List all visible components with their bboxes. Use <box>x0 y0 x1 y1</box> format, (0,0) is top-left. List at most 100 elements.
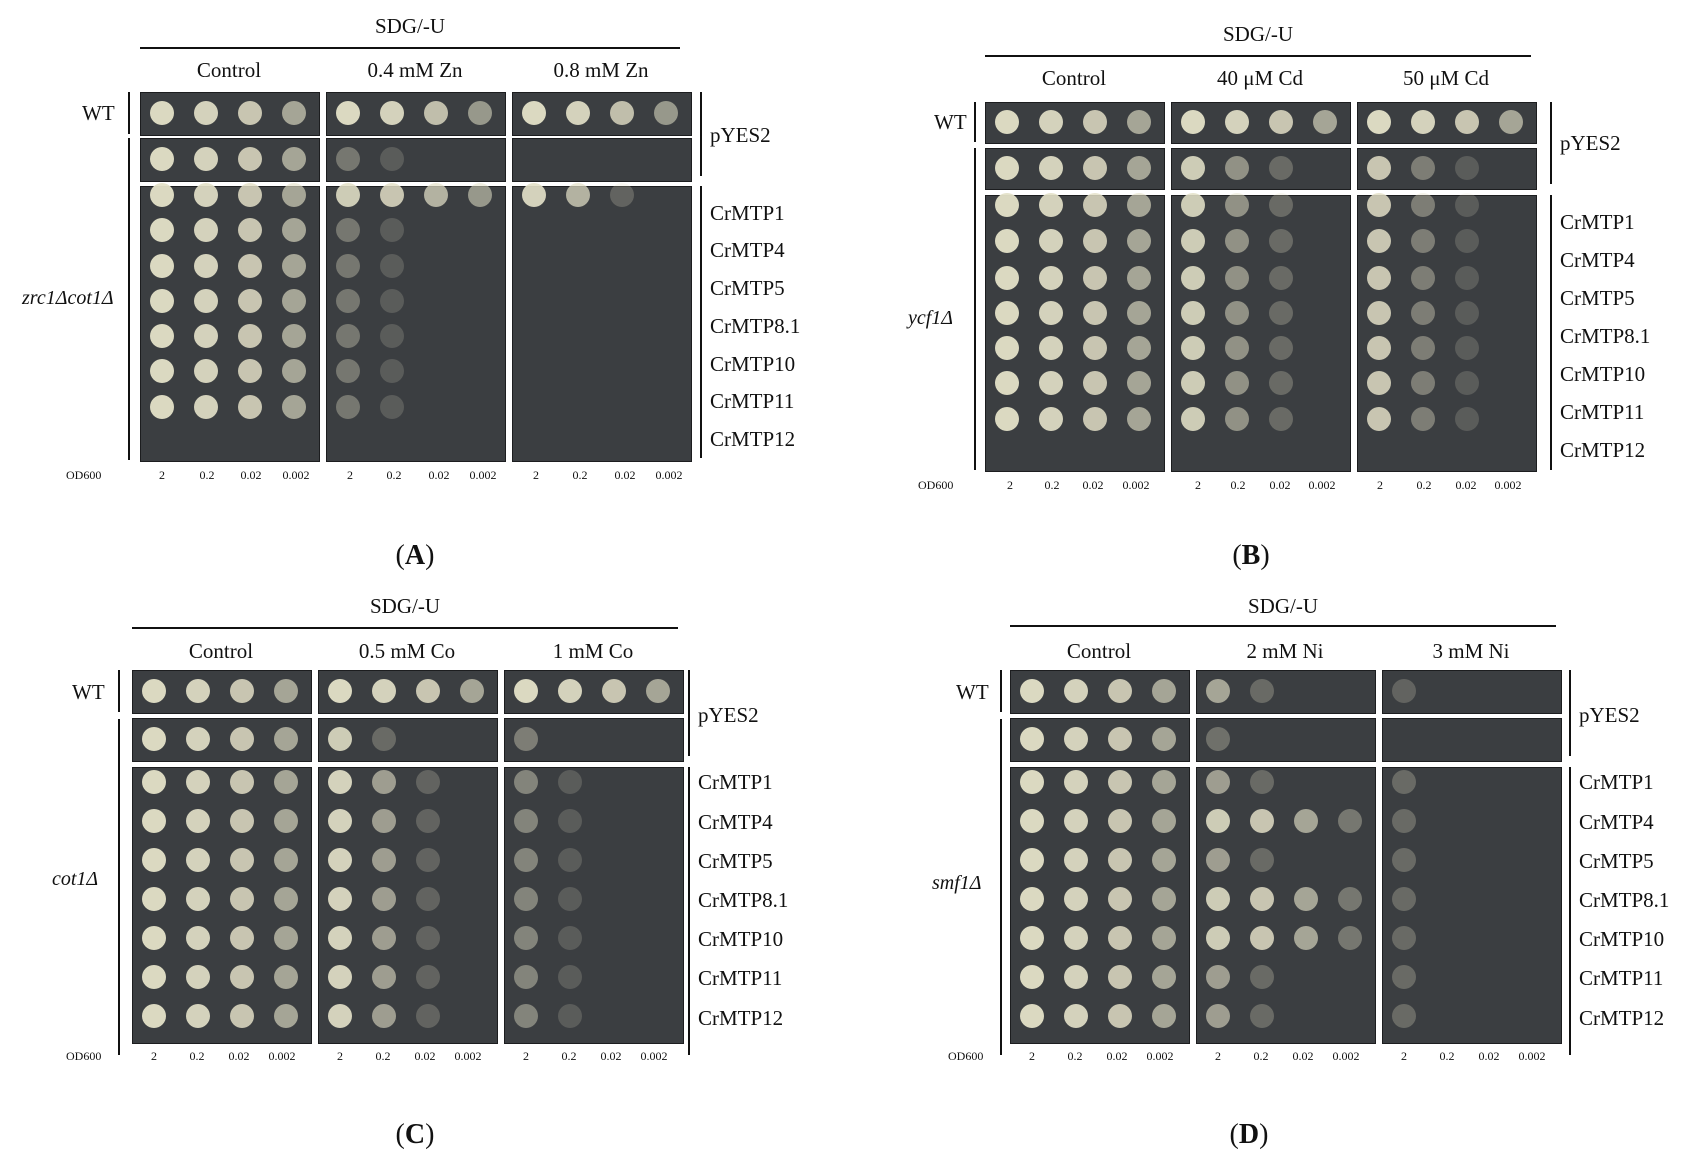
colony-spot <box>1411 193 1435 217</box>
colony-spot <box>150 395 174 419</box>
colony-spot <box>1039 266 1063 290</box>
colony-spot <box>522 183 546 207</box>
colony-spot <box>1127 156 1151 180</box>
construct-label-6: CrMTP11 <box>1560 400 1645 424</box>
colony-spot <box>514 887 538 911</box>
construct-label-5: CrMTP10 <box>710 352 796 376</box>
colony-spot <box>238 101 262 125</box>
colony-spot <box>1108 679 1132 703</box>
colony-spot <box>1181 371 1205 395</box>
colony-spot <box>1064 926 1088 950</box>
colony-spot <box>372 770 396 794</box>
colony-spot <box>1020 770 1044 794</box>
construct-label-7: CrMTP12 <box>1579 1006 1665 1030</box>
colony-spot <box>1225 371 1249 395</box>
colony-spot <box>1269 336 1293 360</box>
colony-spot <box>1108 887 1132 911</box>
colony-spot <box>1338 809 1362 833</box>
colony-spot <box>1250 1004 1274 1028</box>
colony-spot <box>328 926 352 950</box>
colony-spot <box>1152 1004 1176 1028</box>
construct-bracket <box>688 767 690 1055</box>
dilution-label: 2 <box>337 1049 343 1063</box>
colony-spot <box>1064 965 1088 989</box>
colony-spot <box>336 395 360 419</box>
colony-spot <box>1020 848 1044 872</box>
colony-spot <box>1039 336 1063 360</box>
dilution-label: 0.002 <box>1308 478 1336 492</box>
condition-label-treatment-2: 50 μM Cd <box>1403 66 1489 90</box>
dilution-label: 0.2 <box>189 1049 205 1063</box>
colony-spot <box>380 289 404 313</box>
colony-spot <box>1064 887 1088 911</box>
colony-spot <box>194 395 218 419</box>
colony-spot <box>194 254 218 278</box>
dilution-label: 2 <box>533 468 539 482</box>
dilution-label: 0.2 <box>1439 1049 1455 1063</box>
colony-spot <box>274 848 298 872</box>
colony-spot <box>186 1004 210 1028</box>
colony-spot <box>238 254 262 278</box>
colony-spot <box>1039 229 1063 253</box>
colony-spot <box>150 359 174 383</box>
colony-spot <box>1225 336 1249 360</box>
construct-label-4: CrMTP8.1 <box>1579 888 1670 912</box>
construct-label-1: CrMTP1 <box>1579 770 1654 794</box>
colony-spot <box>1206 679 1230 703</box>
dilution-label: 0.02 <box>600 1049 622 1063</box>
construct-label-1: CrMTP1 <box>710 201 785 225</box>
colony-spot <box>1392 926 1416 950</box>
dilution-label: 2 <box>1195 478 1201 492</box>
condition-label-treatment-1: 0.4 mM Zn <box>367 58 463 82</box>
construct-label-5: CrMTP10 <box>1560 362 1646 386</box>
medium-rule <box>985 55 1531 57</box>
medium-label: SDG/-U <box>1222 22 1293 46</box>
colony-spot <box>1181 156 1205 180</box>
colony-spot <box>336 254 360 278</box>
colony-spot <box>230 679 254 703</box>
dilution-label: 0.02 <box>1106 1049 1128 1063</box>
panel-a: SDG/-U Control 0.4 mM Zn 0.8 mM Zn WT zr… <box>0 0 844 582</box>
colony-spot <box>1181 301 1205 325</box>
colony-spot <box>1152 926 1176 950</box>
colony-spot <box>150 147 174 171</box>
colony-spot <box>1367 407 1391 431</box>
colony-spot <box>372 887 396 911</box>
colony-spot <box>1294 926 1318 950</box>
colony-spot <box>654 101 678 125</box>
dilution-label: 0.02 <box>240 468 262 482</box>
mutant-bracket <box>128 138 130 460</box>
colony-spot <box>1367 193 1391 217</box>
colony-spot <box>372 965 396 989</box>
od-label: OD600 <box>948 1049 984 1063</box>
colony-spot <box>514 965 538 989</box>
dilution-label: 0.002 <box>1122 478 1150 492</box>
construct-label-6: CrMTP11 <box>710 389 795 413</box>
vector-label: pYES2 <box>1560 131 1621 155</box>
colony-spot <box>995 336 1019 360</box>
construct-label-2: CrMTP4 <box>698 810 773 834</box>
strain-label: smf1Δ <box>932 872 982 894</box>
colony-spot <box>1367 156 1391 180</box>
colony-spot <box>1392 809 1416 833</box>
colony-spot <box>1206 887 1230 911</box>
colony-spot <box>1083 110 1107 134</box>
colony-spot <box>1127 371 1151 395</box>
construct-label-2: CrMTP4 <box>1579 810 1654 834</box>
plate-constructs-treatment-2 <box>1382 767 1562 1044</box>
colony-spot <box>194 147 218 171</box>
colony-spot <box>1064 679 1088 703</box>
colony-spot <box>1225 156 1249 180</box>
colony-spot <box>230 770 254 794</box>
colony-spot <box>1455 266 1479 290</box>
dilution-label: 0.2 <box>1253 1049 1269 1063</box>
colony-spot <box>1313 110 1337 134</box>
dilution-label: 0.2 <box>199 468 215 482</box>
colony-spot <box>1250 770 1274 794</box>
colony-spots-d <box>1020 679 1416 1028</box>
plate-vector-treatment-2 <box>504 718 684 762</box>
colony-spots-c <box>142 679 670 1028</box>
colony-spot <box>1367 301 1391 325</box>
colony-spot <box>1225 193 1249 217</box>
colony-spot <box>1338 887 1362 911</box>
